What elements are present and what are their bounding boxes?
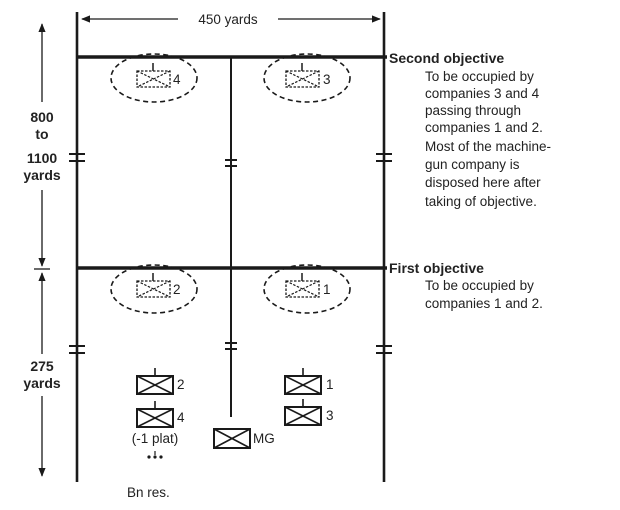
machine-gun-company-symbol: MG (213, 428, 275, 449)
company-4-start-label: 4 (177, 410, 185, 425)
center-line-break-upper (225, 159, 237, 167)
first-objective-line-2: companies 1 and 2. (425, 296, 543, 311)
company-1-objective-position: 1 (263, 264, 351, 314)
company-2-start-label: 2 (177, 377, 185, 392)
minus-one-platoon-note: (-1 plat) (132, 431, 179, 446)
first-objective-line-1: To be occupied by (425, 278, 534, 293)
second-objective-line-8: taking of objective. (425, 194, 537, 209)
company-3-objective-label: 3 (323, 72, 331, 87)
battalion-reserve-label: Bn res. (127, 485, 170, 500)
company-1-objective-label: 1 (323, 282, 331, 297)
company-2-objective-position: 2 (110, 264, 198, 314)
company-2-objective-label: 2 (173, 282, 181, 297)
company-2-start-symbol: 2 (136, 368, 185, 395)
right-line-break-upper (376, 153, 392, 162)
second-objective-title: Second objective (389, 50, 504, 66)
second-objective-line-2: companies 3 and 4 (425, 86, 540, 101)
second-objective-line-5: Most of the machine- (425, 139, 551, 154)
left-line-break-upper (69, 153, 85, 162)
first-objective-description: To be occupied by companies 1 and 2. (425, 278, 543, 311)
depth-upper-label-2: to (35, 126, 48, 142)
depth-upper-label-1: 800 (30, 109, 54, 125)
left-line-break-lower (69, 345, 85, 354)
company-3-start-symbol: 3 (284, 399, 334, 426)
center-line-break-lower (225, 342, 237, 350)
depth-lower-label-2: yards (23, 375, 61, 391)
width-label: 450 yards (198, 12, 258, 27)
company-3-start-label: 3 (326, 408, 334, 423)
right-line-break-lower (376, 345, 392, 354)
depth-lower-label-1: 275 (30, 358, 54, 374)
company-3-objective-position: 3 (263, 53, 351, 103)
machine-gun-company-label: MG (253, 431, 275, 446)
first-objective-title: First objective (389, 260, 484, 276)
second-objective-line-4: companies 1 and 2. (425, 120, 543, 135)
company-4-objective-label: 4 (173, 72, 181, 87)
second-objective-description: To be occupied by companies 3 and 4 pass… (425, 69, 551, 209)
company-1-start-label: 1 (326, 377, 334, 392)
second-objective-line-1: To be occupied by (425, 69, 534, 84)
company-4-start-symbol: 4 (136, 401, 185, 428)
second-objective-line-7: disposed here after (425, 175, 541, 190)
depth-upper-label-3: 1100 (27, 150, 58, 166)
company-1-start-symbol: 1 (284, 368, 334, 395)
second-objective-line-3: passing through (425, 103, 521, 118)
company-4-objective-position: 4 (110, 53, 198, 103)
second-objective-line-6: gun company is (425, 157, 520, 172)
depth-upper-label-4: yards (23, 167, 61, 183)
detached-platoon-dots (147, 451, 163, 459)
